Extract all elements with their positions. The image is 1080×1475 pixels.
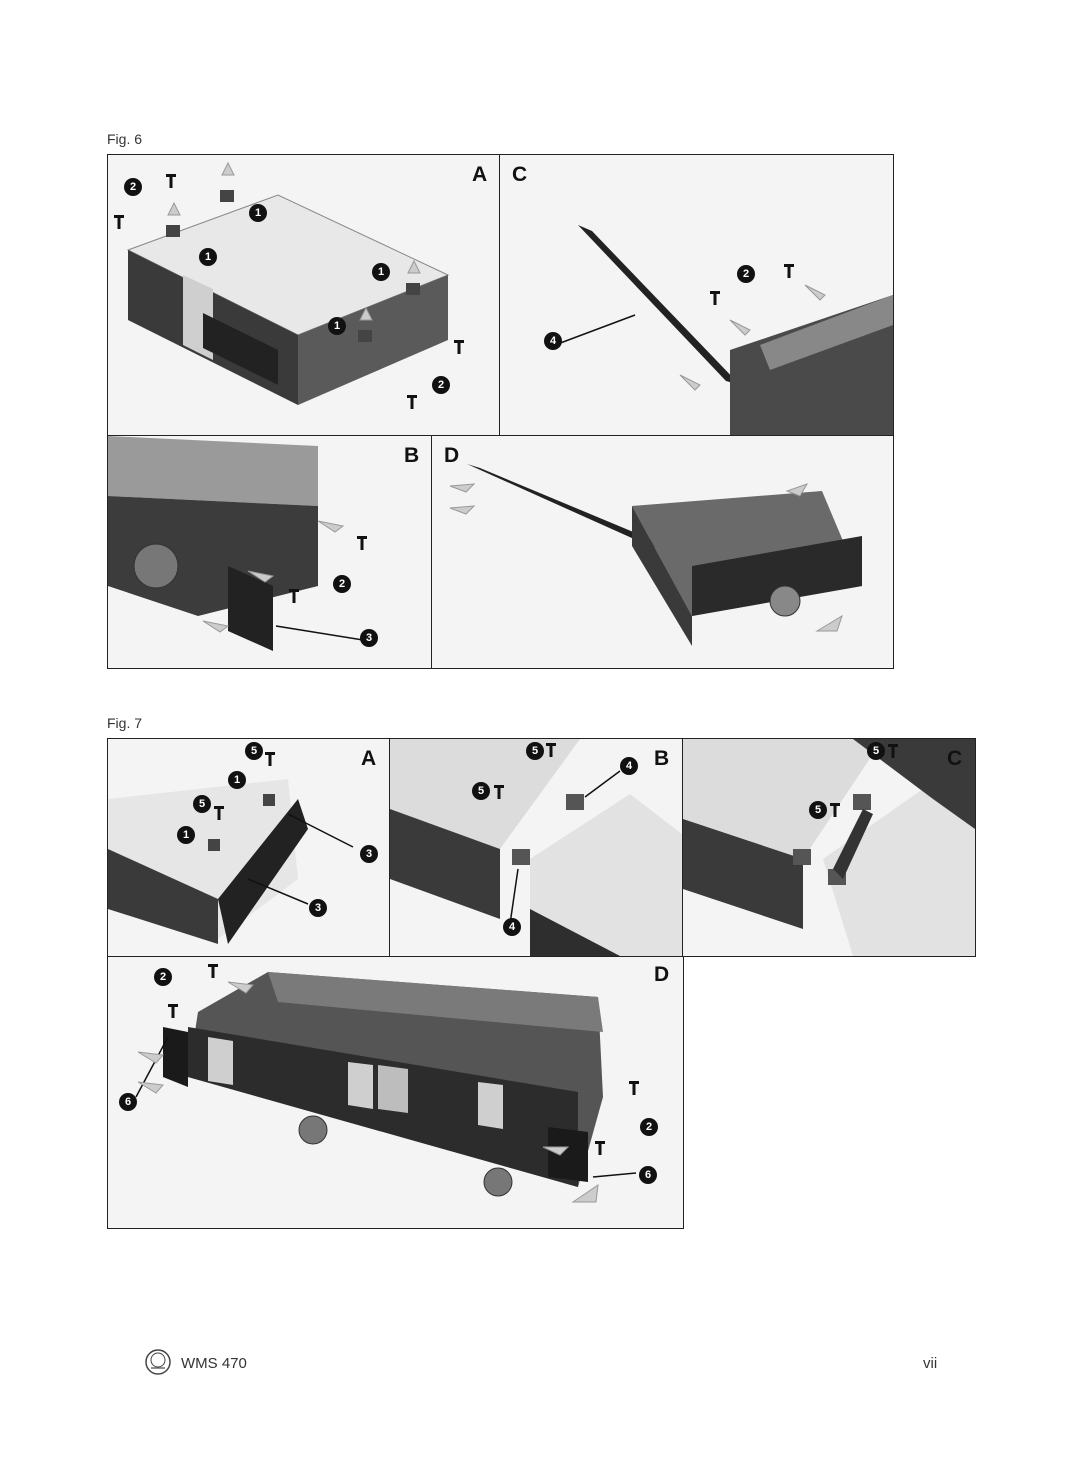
fig6-c-illustration [554,225,893,435]
screw-icon [407,395,417,409]
screw-icon [784,264,794,278]
fig6-a-tag: A [472,163,488,186]
fig7-a-illustration [108,779,354,944]
fig7-b-tag: B [654,747,670,770]
screw-icon [265,752,275,766]
fig7-bottom-frame [107,956,684,1229]
fig6-b-tag: B [404,444,420,467]
callout-number: 3 [309,899,327,917]
fig6-d-illustration [449,464,862,646]
callout-number: 3 [360,629,378,647]
fig6-frame [107,154,894,669]
screw-icon [710,291,720,305]
callout-number: 4 [620,757,638,775]
screw-icon [629,1081,639,1095]
fig7-d-illustration [135,972,637,1203]
fig6-panel-d: D [432,436,893,668]
screw-icon [357,536,367,550]
fig7-a-tag: A [361,747,377,770]
footer-model-name: WMS 470 [181,1355,247,1372]
footer-page-number: vii [923,1355,938,1372]
fig7-c-illustration [683,739,975,956]
screw-icon [830,803,840,817]
screw-icon [208,964,218,978]
fig7-panel-c: C [683,739,975,956]
callout-number: 1 [328,317,346,335]
fig6-a-illustration [126,161,450,405]
callout-number: 5 [809,801,827,819]
callout-number: 1 [228,771,246,789]
screw-icon [454,340,464,354]
fig7-panel-b: B [390,739,682,956]
callout-number: 1 [177,826,195,844]
fig6-d-tag: D [444,444,460,467]
screw-icon [595,1141,605,1155]
fig6-divider-h [107,435,894,436]
screw-icon [168,1004,178,1018]
fig7-b-illustration [390,739,682,956]
fig7-divider-v2 [682,738,683,957]
screw-icon [888,744,898,758]
fig7-divider-v1 [389,738,390,957]
callout-number: 3 [360,845,378,863]
callout-number: 2 [124,178,142,196]
callout-number: 5 [867,742,885,760]
callout-number: 2 [333,575,351,593]
callout-number: 4 [503,918,521,936]
callout-number: 5 [526,742,544,760]
fig6-b-illustration [108,436,364,651]
callout-number: 5 [472,782,490,800]
callout-number: 6 [639,1166,657,1184]
fig6-divider-v2 [431,435,432,669]
screw-icon [494,785,504,799]
callout-number: 2 [154,968,172,986]
screw-icon [166,174,176,188]
fig7-c-tag: C [947,747,963,770]
fig7-panel-d: D [108,957,683,1228]
callout-number: 1 [249,204,267,222]
fig7-d-tag: D [654,963,670,986]
callout-number: 2 [640,1118,658,1136]
callout-number: 2 [432,376,450,394]
callout-number: 1 [372,263,390,281]
fig6-panel-c: C [500,155,893,435]
screw-icon [546,743,556,757]
fig7-panel-a: A [108,739,389,956]
callout-number: 5 [193,795,211,813]
fig6-c-tag: C [512,163,528,186]
callout-number: 4 [544,332,562,350]
callout-number: 2 [737,265,755,283]
callout-number: 5 [245,742,263,760]
callout-number: 6 [119,1093,137,1111]
screw-icon [289,589,299,603]
screw-icon [114,215,124,229]
akg-logo-icon [145,1349,171,1375]
fig6-divider-v1 [499,154,500,436]
fig7-label: Fig. 7 [107,715,143,731]
callout-number: 1 [199,248,217,266]
fig6-panel-b: B [108,436,431,668]
fig6-label: Fig. 6 [107,131,143,147]
screw-icon [214,806,224,820]
